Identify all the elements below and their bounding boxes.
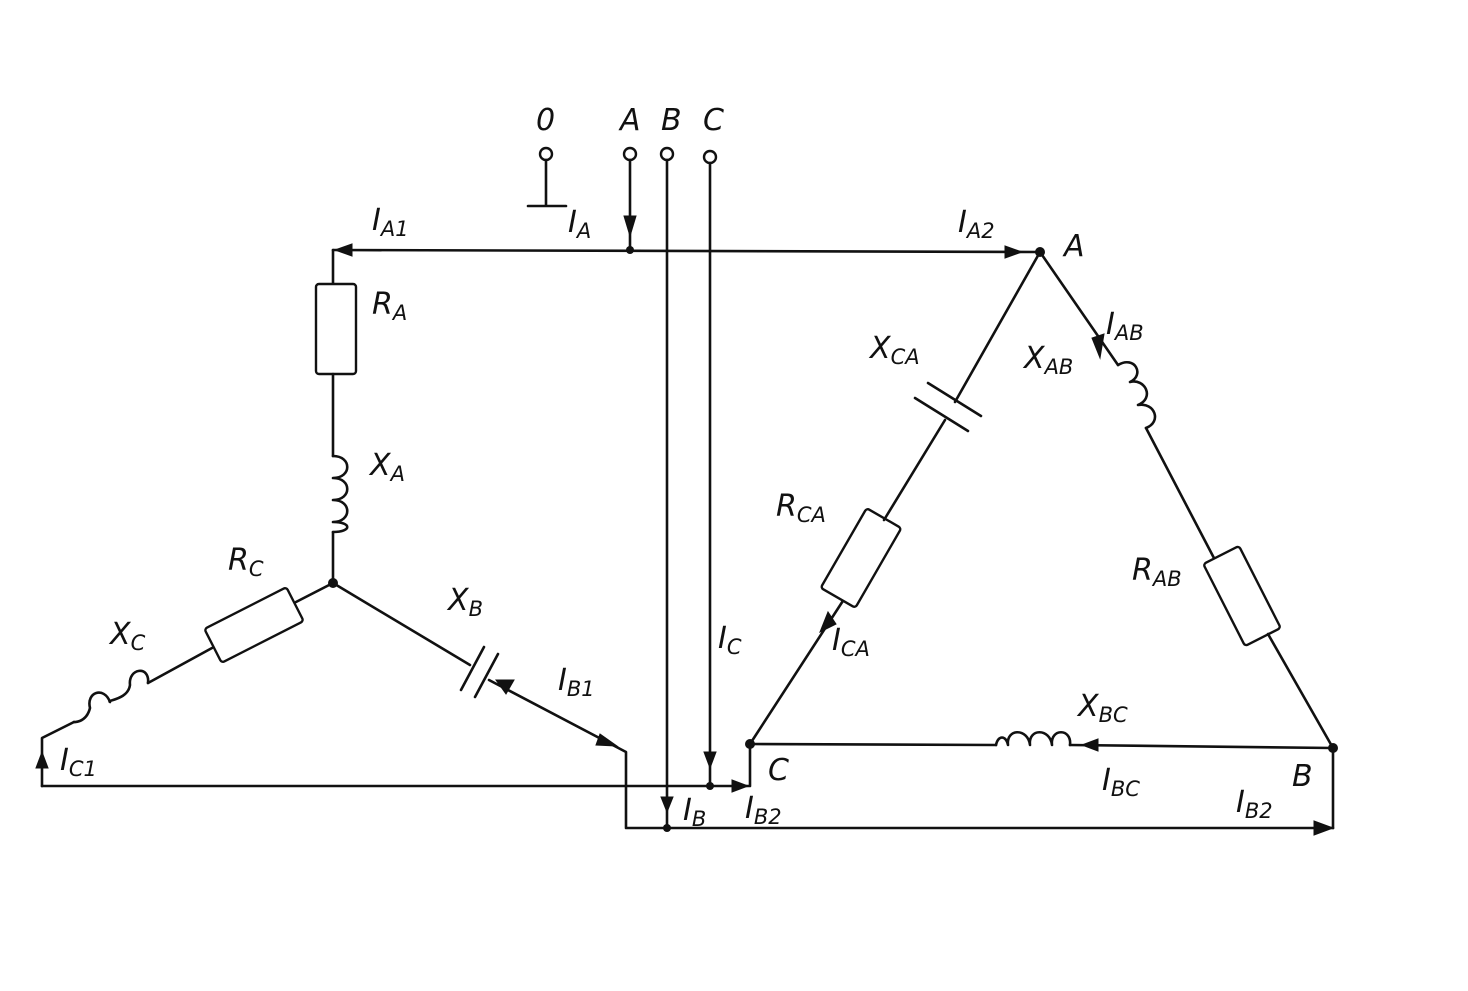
line-conductors xyxy=(623,158,717,830)
delta-bc-wire-2 xyxy=(748,742,998,747)
label-node-b: B xyxy=(1292,759,1313,794)
resistor-r-c xyxy=(204,587,304,663)
terminal-a xyxy=(622,146,638,162)
terminal-label-c: C xyxy=(703,103,724,138)
terminal-label-0: 0 xyxy=(536,103,555,138)
label-r-ab: RAB xyxy=(1132,553,1182,591)
inductor-x-c xyxy=(72,669,150,724)
resistor-r-ca xyxy=(820,508,902,608)
label-r-ca: RCA xyxy=(776,489,826,527)
label-r-c: RC xyxy=(228,543,264,581)
current-b1-arrow-lower xyxy=(595,733,619,747)
delta-ab-wire-1 xyxy=(1038,250,1120,367)
delta-ab-wire-2 xyxy=(1144,426,1217,562)
label-current-a2: IA2 xyxy=(958,205,995,243)
capacitor-x-b xyxy=(459,645,500,699)
star-c-wire-2 xyxy=(146,646,214,685)
label-current-b: IB xyxy=(683,793,706,831)
label-current-ca: ICA xyxy=(832,623,870,661)
terminal-c xyxy=(702,149,718,165)
star-b-wire-2 xyxy=(487,678,1335,830)
current-c-bus-arrow xyxy=(731,779,750,793)
star-b-wire-1 xyxy=(331,581,472,667)
label-current-b1: IB1 xyxy=(558,663,595,701)
terminal-label-a: A xyxy=(618,103,641,138)
label-current-ab: IAB xyxy=(1106,307,1144,345)
star-load xyxy=(35,248,1335,836)
current-c-arrow xyxy=(703,751,717,770)
junction-a xyxy=(626,246,634,254)
label-x-bc: XBC xyxy=(1076,689,1128,727)
supply-terminals: 0 A B C xyxy=(526,103,724,208)
label-current-b2-left: IB2 xyxy=(745,791,782,829)
junction-c xyxy=(706,782,714,790)
delta-ab-wire-3 xyxy=(1266,632,1335,750)
delta-ca-wire-2 xyxy=(882,418,947,522)
label-current-c1: IC1 xyxy=(60,743,97,781)
label-current-a1: IA1 xyxy=(372,203,409,241)
current-a1-arrow xyxy=(333,243,353,257)
label-x-c: XC xyxy=(108,617,146,655)
inductor-x-ab xyxy=(1116,361,1157,430)
label-x-b: XB xyxy=(446,583,483,621)
label-node-a: A xyxy=(1062,229,1085,264)
delta-bc-wire-1 xyxy=(1068,743,1335,750)
label-node-c: C xyxy=(768,753,789,788)
label-current-b2-right: IB2 xyxy=(1236,785,1273,823)
label-current-bc: IBC xyxy=(1102,763,1140,801)
terminal-label-b: B xyxy=(661,103,682,138)
label-x-a: XA xyxy=(368,448,405,486)
current-ca-arrow xyxy=(819,610,837,634)
current-bc-arrow xyxy=(1080,738,1099,752)
current-b2-arrow xyxy=(1313,820,1335,836)
labels: IA IB IC IA1 RA XA RC XC IC1 XB IB1 IA2 … xyxy=(60,203,1313,831)
star-c-wire-1 xyxy=(294,581,335,604)
terminal-b xyxy=(659,146,675,162)
current-b1-arrow-upper xyxy=(495,679,515,695)
label-x-ca: XCA xyxy=(868,331,920,369)
current-a2-arrow xyxy=(1004,245,1024,259)
inductor-x-bc xyxy=(994,730,1072,747)
capacitor-x-ca xyxy=(913,381,983,433)
current-a-arrow xyxy=(623,215,637,238)
label-r-a: RA xyxy=(372,287,407,325)
label-current-a: IA xyxy=(568,205,591,243)
bus-c-bottom xyxy=(40,742,752,788)
junction-b xyxy=(663,824,671,832)
current-c1-arrow xyxy=(35,750,49,769)
bus-a xyxy=(331,248,1042,254)
delta-ca-wire-3 xyxy=(953,250,1042,404)
star-c-wire-3 xyxy=(40,720,76,788)
neutral-ground xyxy=(526,158,568,208)
resistor-r-a xyxy=(314,282,358,376)
label-x-ab: XAB xyxy=(1022,341,1073,379)
delta-ca-wire-1 xyxy=(748,588,852,746)
delta-load xyxy=(745,247,1338,830)
label-current-c: IC xyxy=(718,621,742,659)
resistor-r-ab xyxy=(1203,545,1281,647)
terminal-0 xyxy=(538,146,554,162)
current-ab-arrow xyxy=(1091,333,1105,360)
inductor-x-a xyxy=(331,454,349,534)
current-b-arrow xyxy=(660,796,674,814)
